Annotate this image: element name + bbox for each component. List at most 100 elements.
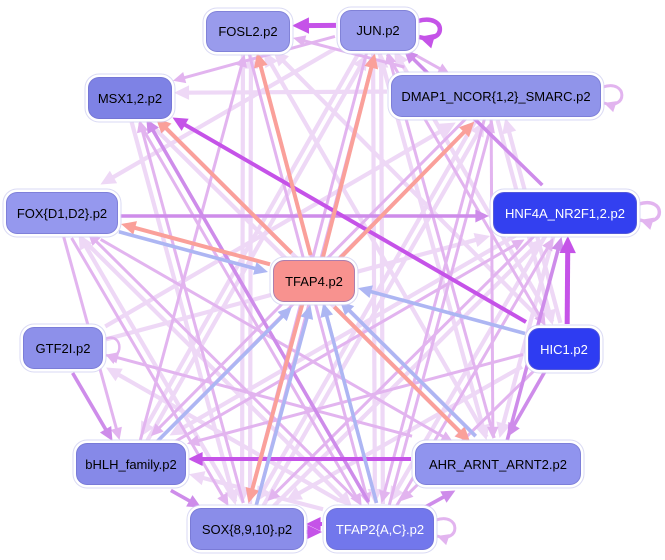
self-loop-TFAP2: [435, 517, 457, 539]
node-fox[interactable]: FOX{D1,D2}.p2: [6, 192, 118, 234]
arrowhead: [439, 122, 456, 137]
arrowhead: [473, 232, 491, 247]
arrowhead: [487, 426, 499, 440]
node-label: HNF4A_NR2F1,2.p2: [505, 205, 625, 221]
edge-TFAP2-MSX: [148, 124, 371, 503]
node-label: FOSL2.p2: [218, 23, 278, 39]
edge-HIC1-AHR: [509, 369, 548, 432]
node-hnf4a[interactable]: HNF4A_NR2F1,2.p2: [493, 192, 637, 234]
arrowhead: [300, 305, 314, 320]
node-msx[interactable]: MSX1,2.p2: [88, 77, 172, 119]
edge-BHLH-JUN: [145, 60, 365, 443]
arrowhead: [542, 238, 554, 252]
arrowhead: [604, 101, 617, 113]
node-ahr[interactable]: AHR_ARNT_ARNT2.p2: [415, 443, 581, 485]
edge-TFAP4-DMAP1: [338, 126, 471, 261]
arrowhead: [189, 471, 206, 486]
arrowhead: [172, 71, 187, 84]
edge-HIC1-HNF4A: [564, 245, 571, 325]
arrowhead: [551, 237, 565, 252]
arrowhead: [291, 17, 310, 34]
arrowhead: [419, 33, 436, 49]
node-label: GTF2I.p2: [35, 340, 91, 356]
arrowhead: [273, 50, 289, 67]
edge-AHR-GTF2I: [112, 354, 413, 438]
arrowhead: [121, 221, 137, 235]
edge-BHLH-HNF4A: [172, 241, 520, 444]
arrowhead: [99, 425, 113, 442]
arrowhead: [306, 517, 321, 531]
edge-TFAP4-MSX: [160, 122, 294, 255]
edge-JUN-FOX: [106, 47, 336, 183]
arrowhead: [526, 238, 543, 255]
edge-TFAP4-FOX: [128, 224, 271, 267]
arrowhead: [286, 486, 303, 501]
arrowhead: [224, 488, 239, 506]
arrowhead: [254, 52, 268, 69]
edge-SOX-TFAP4: [254, 311, 311, 506]
edge-MSX-TFAP2: [138, 122, 360, 501]
arrowhead: [169, 421, 187, 436]
edge-HIC1-MSX: [178, 119, 528, 324]
arrowhead: [502, 117, 517, 135]
arrowhead: [217, 492, 229, 507]
edge-AHR-JUN: [387, 57, 496, 439]
arrowhead: [496, 421, 511, 438]
arrowhead: [454, 426, 471, 442]
arrowhead: [379, 489, 391, 503]
arrowhead: [541, 308, 556, 326]
arrowhead: [440, 490, 456, 503]
edge-TFAP2-TFAP4: [323, 309, 379, 504]
edge-SOX-MSX: [139, 126, 245, 504]
node-label: SOX{8,9,10}.p2: [201, 521, 293, 537]
arrowhead: [188, 452, 203, 466]
edge-TFAP4-SOX: [248, 302, 305, 496]
node-label: JUN.p2: [356, 22, 400, 38]
node-label: DMAP1_NCOR{1,2}_SMARC.p2: [401, 88, 591, 104]
node-tfap2[interactable]: TFAP2{A,C}.p2: [326, 508, 434, 550]
edge-BHLH-TFAP4: [155, 310, 288, 444]
edge-FOX-TFAP4: [118, 230, 262, 272]
arrowhead: [507, 421, 520, 438]
node-tfap4[interactable]: TFAP4.p2: [273, 260, 355, 302]
node-jun[interactable]: JUN.p2: [340, 9, 416, 51]
edge-JUN-TFAP2: [370, 52, 377, 496]
edge-SOX-FOSL2: [247, 61, 254, 505]
arrowhead: [155, 118, 172, 134]
node-bhlh[interactable]: bHLH_family.p2: [76, 443, 186, 485]
arrowhead: [475, 423, 490, 441]
self-loop-DMAP1: [602, 84, 624, 106]
arrowhead: [277, 306, 292, 322]
arrowhead: [173, 85, 190, 100]
arrowhead: [186, 495, 202, 508]
node-label: bHLH_family.p2: [85, 456, 177, 472]
edge-GTF2I-BHLH: [71, 372, 111, 436]
arrowhead: [364, 53, 379, 70]
arrowhead: [475, 209, 489, 223]
node-label: TFAP4.p2: [285, 273, 343, 289]
node-hic1[interactable]: HIC1.p2: [528, 328, 600, 370]
arrowhead: [100, 170, 118, 185]
arrowhead: [439, 431, 454, 443]
edge-DMAP1-AHR: [489, 119, 495, 433]
node-sox[interactable]: SOX{8,9,10}.p2: [190, 508, 304, 550]
node-label: HIC1.p2: [540, 341, 588, 357]
arrowhead: [253, 262, 268, 275]
node-fosl2[interactable]: FOSL2.p2: [206, 10, 290, 52]
arrowhead: [172, 117, 189, 131]
edge-HNF4A-AHR: [499, 234, 556, 431]
edge-HIC1-BHLH: [193, 353, 524, 444]
edge-JUN-BHLH: [142, 49, 362, 431]
node-gtf2i[interactable]: GTF2I.p2: [23, 327, 103, 369]
arrowhead: [307, 525, 322, 539]
arrowhead: [245, 487, 260, 503]
arrowhead: [350, 492, 362, 507]
edge-DMAP1-SOX: [258, 115, 480, 496]
node-label: TFAP2{A,C}.p2: [335, 521, 425, 537]
arrowhead: [320, 302, 334, 318]
node-dmap1[interactable]: DMAP1_NCOR{1,2}_SMARC.p2: [391, 75, 601, 117]
arrowhead: [358, 285, 373, 298]
arrowhead: [459, 121, 475, 138]
arrowhead: [110, 426, 122, 441]
